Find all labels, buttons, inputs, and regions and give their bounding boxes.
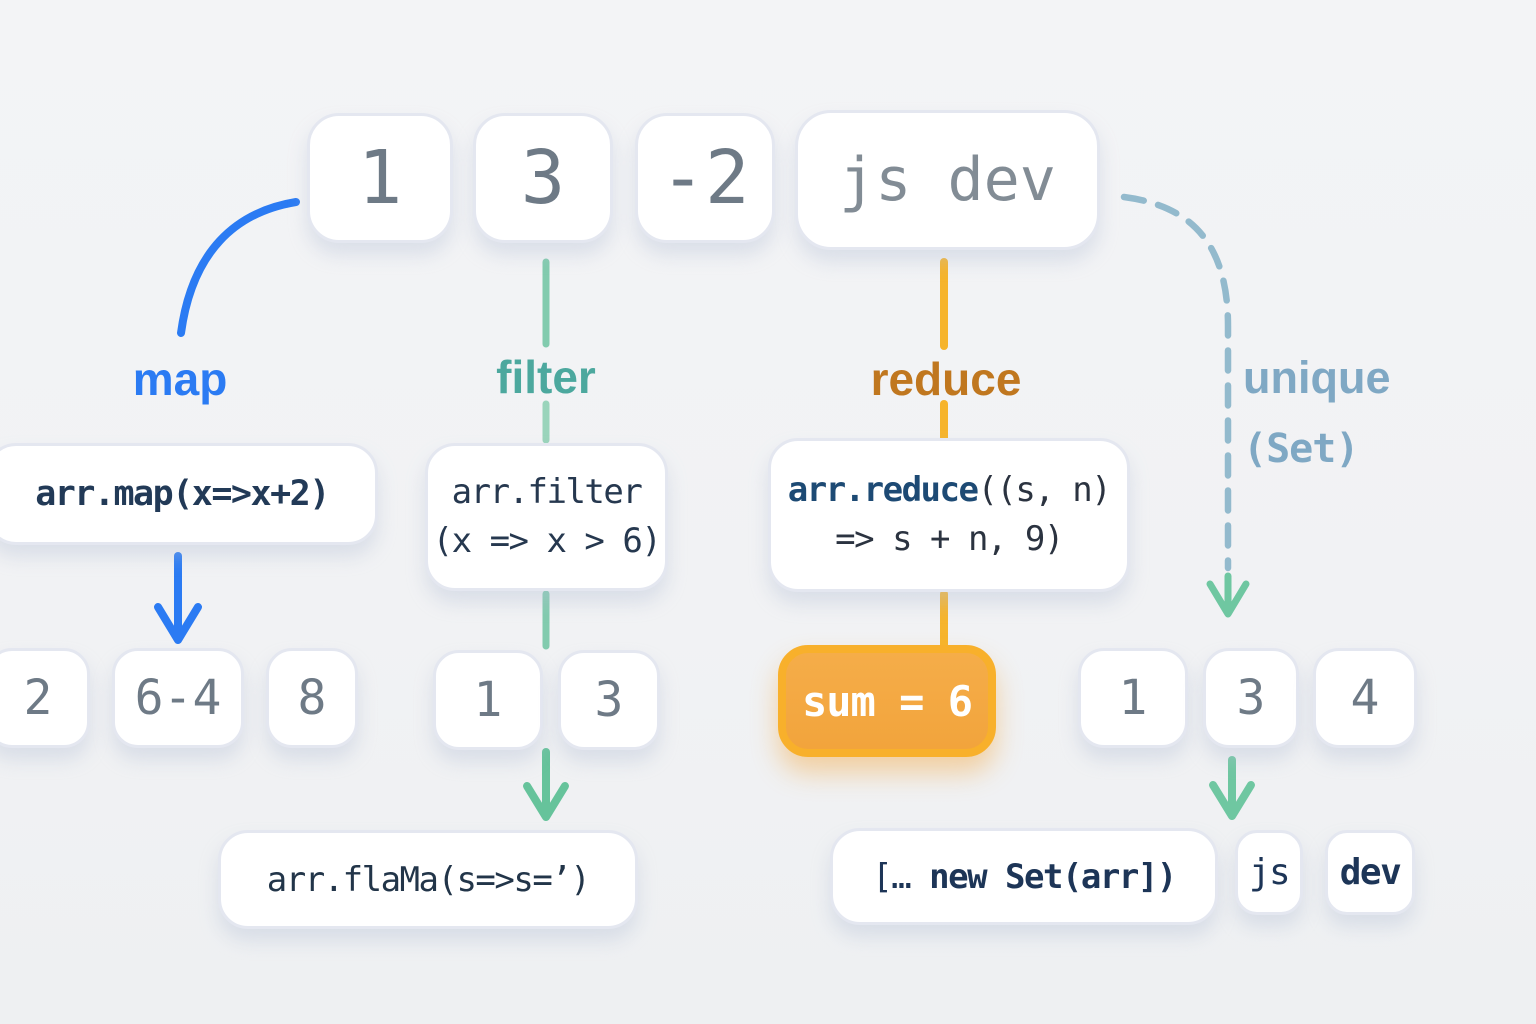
map-label: map bbox=[132, 353, 228, 405]
map-result-chip: 6-4 bbox=[112, 648, 244, 748]
result-value: 1 bbox=[473, 672, 503, 728]
flatmap-code-box: arr.flaMa(s=>s=’) bbox=[218, 830, 638, 929]
token-chip-js: js bbox=[1235, 830, 1303, 915]
reduce-label: reduce bbox=[870, 353, 1022, 405]
filter-label: filter bbox=[496, 351, 596, 403]
filter-result-chip: 3 bbox=[558, 650, 660, 750]
reduce-code-line1: arr.reduce((s, n) bbox=[787, 466, 1112, 515]
set-code-prefix: [… bbox=[872, 856, 930, 897]
token-value: dev bbox=[1339, 852, 1402, 893]
result-value: 2 bbox=[23, 670, 53, 726]
unique-result-chip: 1 bbox=[1078, 648, 1188, 748]
source-value: js dev bbox=[839, 145, 1056, 215]
source-value: 3 bbox=[520, 135, 566, 221]
unique-result-chip: 4 bbox=[1313, 648, 1417, 748]
set-code: [… new Set(arr]) bbox=[872, 856, 1177, 897]
token-chip-dev: dev bbox=[1325, 830, 1415, 915]
map-code: arr.map(x=>x+2) bbox=[35, 474, 330, 514]
flatmap-arrow-head-icon bbox=[523, 782, 569, 821]
set-code-main: new Set(arr]) bbox=[929, 856, 1177, 897]
result-value: 8 bbox=[297, 670, 327, 726]
reduce-code-args: ((s, n) bbox=[977, 469, 1111, 510]
sum-result-value: sum = 6 bbox=[801, 676, 973, 726]
reduce-code-line2: => s + n, 9) bbox=[835, 519, 1064, 559]
reduce-code-method: arr.reduce bbox=[787, 469, 979, 510]
flatmap-code: arr.flaMa(s=>s=’) bbox=[266, 859, 591, 900]
unique-set-label: (Set) bbox=[1243, 426, 1359, 472]
filter-code-line1: arr.filter bbox=[451, 471, 643, 512]
set-result-arrow-head-icon bbox=[1209, 781, 1255, 820]
map-curve-line bbox=[177, 198, 300, 337]
token-value: js bbox=[1248, 852, 1291, 893]
map-code-box: arr.map(x=>x+2) bbox=[0, 443, 378, 545]
unique-result-chip: 3 bbox=[1203, 648, 1299, 748]
result-value: 1 bbox=[1118, 670, 1148, 726]
source-chip-minus2: -2 bbox=[635, 113, 775, 243]
result-value: 6-4 bbox=[134, 670, 222, 726]
filter-code-line2: (x => x > 6) bbox=[432, 521, 662, 561]
result-value: 4 bbox=[1350, 670, 1380, 726]
result-value: 3 bbox=[594, 672, 624, 728]
source-value: 1 bbox=[357, 135, 403, 221]
source-chip-1: 1 bbox=[307, 113, 453, 243]
reduce-code-box: arr.reduce((s, n) => s + n, 9) bbox=[768, 438, 1130, 592]
source-chip-3: 3 bbox=[473, 113, 613, 243]
set-code-box: [… new Set(arr]) bbox=[830, 828, 1218, 925]
source-value: -2 bbox=[660, 135, 750, 221]
unique-dashed-line bbox=[1120, 193, 1232, 572]
filter-result-chip: 1 bbox=[433, 650, 543, 750]
source-chip-jsdev: js dev bbox=[795, 110, 1100, 250]
unique-arrow-head-icon bbox=[1206, 580, 1250, 618]
map-result-chip: 2 bbox=[0, 648, 90, 748]
map-arrow-head-icon bbox=[154, 603, 202, 644]
filter-code-box: arr.filter (x => x > 6) bbox=[425, 443, 668, 591]
unique-label: unique bbox=[1243, 352, 1391, 403]
map-result-chip: 8 bbox=[266, 648, 358, 748]
sum-result-badge: sum = 6 bbox=[778, 645, 996, 757]
result-value: 3 bbox=[1236, 670, 1266, 726]
